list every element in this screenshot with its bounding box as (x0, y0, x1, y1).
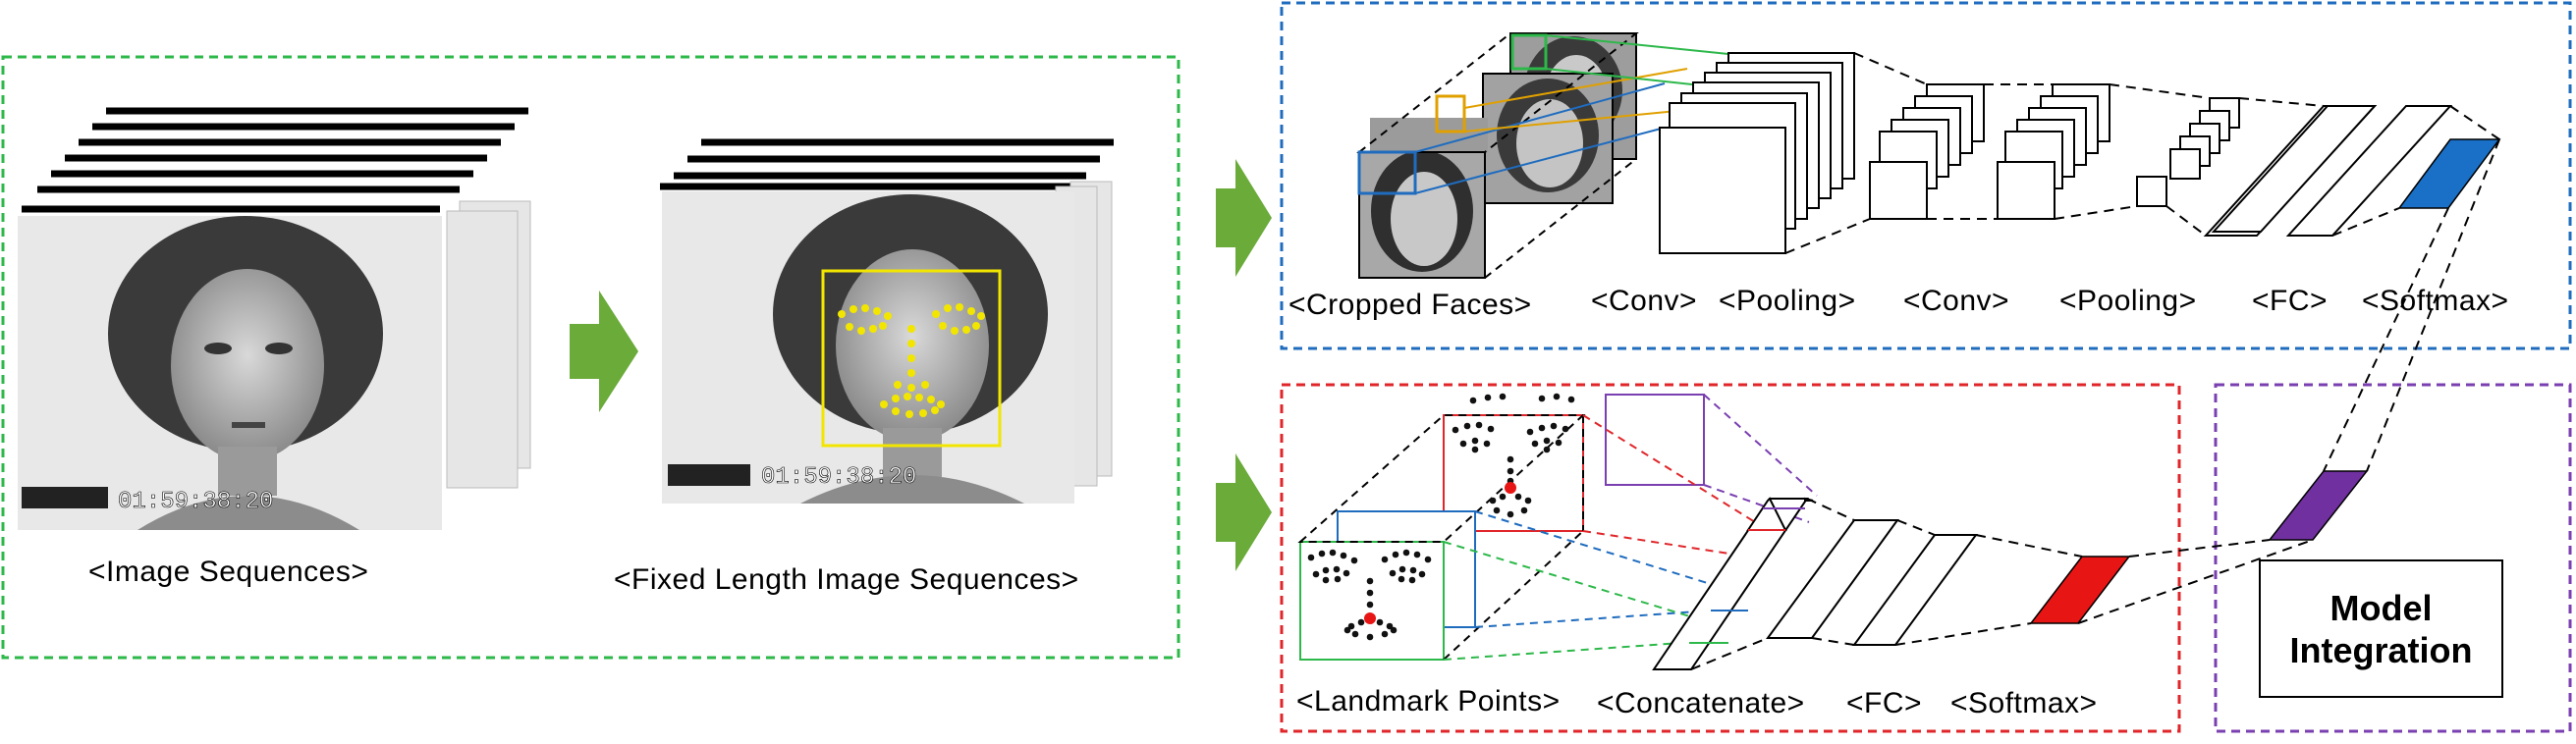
softmax-top-output (2397, 138, 2501, 209)
landmark-group-box (1280, 383, 2181, 733)
face-detection-box (821, 269, 1002, 448)
fc-layer-bottom (1766, 519, 1978, 646)
concatenate-layer (1652, 497, 1814, 670)
conv-layer-1 (1659, 52, 1855, 254)
label-image-sequences: <Image Sequences> (88, 556, 369, 588)
label-fc-bottom: <FC> (1846, 687, 1923, 719)
timecode-left: 01:59:38:20 (118, 489, 273, 515)
softmax-bottom-output (2029, 556, 2131, 624)
model-integration-label-line2: Integration (2289, 629, 2473, 670)
timecode-right: 01:59:38:20 (761, 464, 916, 491)
label-pooling-1: <Pooling> (1719, 285, 1856, 317)
image-sequences-group-box (1, 55, 1180, 660)
label-conv-1: <Conv> (1591, 285, 1698, 317)
label-fixed-length-image-sequences: <Fixed Length Image Sequences> (614, 563, 1079, 596)
model-integration-box: Model Integration (2259, 559, 2503, 698)
arrow-right-icon (1216, 453, 1272, 571)
label-landmark-points: <Landmark Points> (1296, 685, 1561, 717)
label-pooling-2: <Pooling> (2059, 285, 2197, 317)
label-concatenate: <Concatenate> (1597, 687, 1805, 719)
landmark-points-stack (1297, 393, 1705, 661)
cnn-group-box (1280, 1, 2572, 350)
arrow-right-icon (1216, 159, 1272, 277)
integration-output (2268, 470, 2369, 541)
cropped-faces-stack (1356, 32, 1639, 279)
label-fc-top: <FC> (2252, 285, 2329, 317)
fixed-length-sequence-stack (660, 138, 1114, 504)
pooling-layer-1 (1869, 83, 1985, 220)
arrow-right-icon (570, 291, 638, 412)
conv-layer-2 (1997, 83, 2110, 220)
integration-group-box (2214, 383, 2572, 733)
label-softmax-bottom: <Softmax> (1950, 687, 2098, 719)
label-conv-2: <Conv> (1903, 285, 2010, 317)
label-cropped-faces: <Cropped Faces> (1288, 289, 1532, 321)
model-integration-label-line1: Model (2329, 587, 2433, 628)
pooling-layer-2 (2136, 97, 2240, 207)
label-softmax-top: <Softmax> (2362, 285, 2509, 317)
fc-layer-top (2203, 105, 2453, 237)
image-sequence-stack (18, 107, 531, 530)
